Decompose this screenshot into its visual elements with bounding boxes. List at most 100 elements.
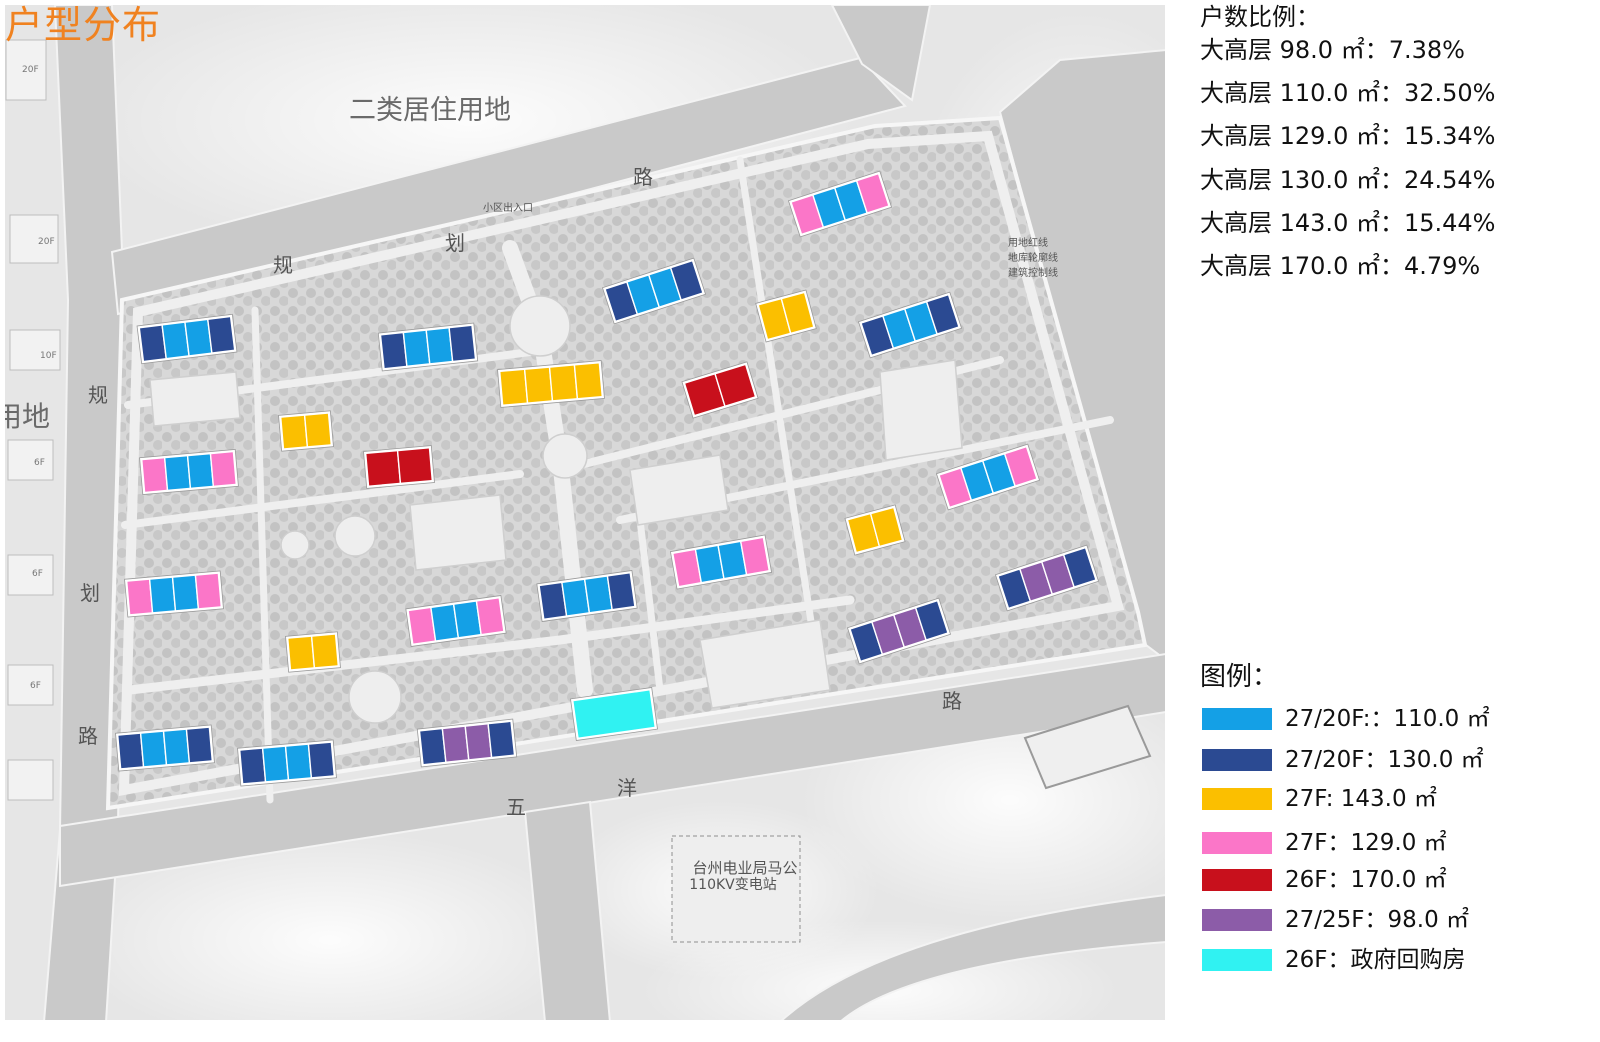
top-road-label: 规 [273,253,293,277]
ratio-row: 大高层 143.0 ㎡：15.44% [1200,209,1496,237]
building [416,718,518,768]
building [363,445,435,489]
line-legend-label: 用地红线 [1008,236,1048,249]
info-panel: 户数比例： 大高层 98.0 ㎡：7.38% 大高层 110.0 ㎡：32.50… [1200,0,1590,1042]
apartment-unit [364,449,402,487]
apartment-unit [125,578,154,616]
building [787,170,893,238]
apartment-unit [548,364,579,402]
building [844,504,906,556]
apartment-unit [116,732,145,770]
legend-item: 26F：170.0 ㎡ [1202,867,1447,893]
line-legend-label: 地库轮廓线 [1008,251,1058,264]
apartment-unit [140,456,169,494]
entrance-label: 小区出入口 [483,201,533,214]
building [935,443,1041,511]
apartment-unit [780,291,815,335]
bottom-road-label: 路 [942,689,962,713]
legend-swatch [1202,749,1272,771]
apartment-unit [1003,445,1038,487]
ratio-row: 大高层 98.0 ㎡：7.38% [1200,36,1465,64]
legend-item: 27F：129.0 ㎡ [1202,830,1447,856]
building [139,448,239,496]
floor-label: 20F [22,65,39,75]
apartment-unit [571,688,657,740]
building [377,322,479,372]
apartment-unit [464,722,493,761]
building [405,595,507,647]
apartment-unit [139,730,168,768]
apartment-unit [606,571,636,611]
legend-item: 27F: 143.0 ㎡ [1202,786,1437,812]
ratio-row: 大高层 170.0 ㎡：4.79% [1200,252,1481,280]
apartment-unit [739,536,771,576]
apartment-unit [185,726,214,764]
bottom-road-label: 五 [506,795,526,819]
apartment-unit [714,363,757,408]
building [285,631,341,673]
floor-label: 6F [32,569,43,579]
building [278,410,334,452]
legend-label: 27/25F：98.0 ㎡ [1285,907,1470,933]
apartment-unit [148,576,177,614]
legend-swatch [1202,832,1272,854]
apartment-unit [162,728,191,766]
ratio-heading: 户数比例： [1200,3,1320,31]
top-road-label: 划 [445,231,465,255]
left-edge-label: 用地 [0,400,50,433]
legend-swatch [1202,708,1272,730]
bottom-road-label: 洋 [617,776,637,800]
building [601,257,707,325]
legend-swatch [1202,949,1272,971]
legend-swatch [1202,788,1272,810]
apartment-unit [425,326,454,365]
apartment-unit [238,747,267,785]
apartment-unit [869,506,904,548]
floor-label: 6F [30,681,41,691]
plazas [149,295,963,724]
apartment-unit [194,572,223,610]
ratio-row: 大高层 130.0 ㎡：24.54% [1200,166,1496,194]
page-title: 户型分布 [5,3,162,47]
building [570,687,658,741]
apartment-unit [914,599,949,641]
top-road-label: 路 [633,165,653,189]
building [237,739,337,787]
substation-plot [671,835,801,943]
apartment-unit [523,366,554,404]
apartment-unit [418,727,447,766]
line-legend-label: 建筑控制线 [1008,266,1058,279]
substation-label-line2: 110KV变电站 [689,877,776,893]
apartment-unit [206,315,236,354]
bottom-right-road [780,894,1165,1020]
apartment-unit [279,414,309,450]
apartment-unit [475,596,505,636]
building [536,570,638,622]
left-road [43,5,126,1020]
legend-label: 26F：政府回购房 [1285,947,1466,973]
apartment-unit [171,574,200,612]
building [497,360,605,408]
building [857,291,963,359]
floor-label: 6F [34,458,45,468]
roads [43,5,1165,1020]
bottom-vertical-road [523,800,611,1020]
apartment-unit [379,331,408,370]
apartment-unit [487,720,516,759]
apartment-unit [310,633,340,669]
neighbour-buildings [5,39,61,801]
legend-label: 27F：129.0 ㎡ [1285,830,1447,856]
ratio-row: 大高层 110.0 ㎡：32.50% [1200,79,1496,107]
apartment-unit [303,412,333,448]
building [124,570,224,618]
floor-label: 10F [40,351,57,361]
apartment-unit [163,454,192,492]
left-road-label: 路 [78,724,98,748]
apartment-unit [186,452,215,490]
light-area [70,830,590,1020]
bottom-road [59,653,1165,888]
legend-label: 27/20F：130.0 ㎡ [1285,747,1484,773]
top-road [110,56,907,316]
apartment-unit [498,368,529,407]
apartment-unit [402,329,431,368]
